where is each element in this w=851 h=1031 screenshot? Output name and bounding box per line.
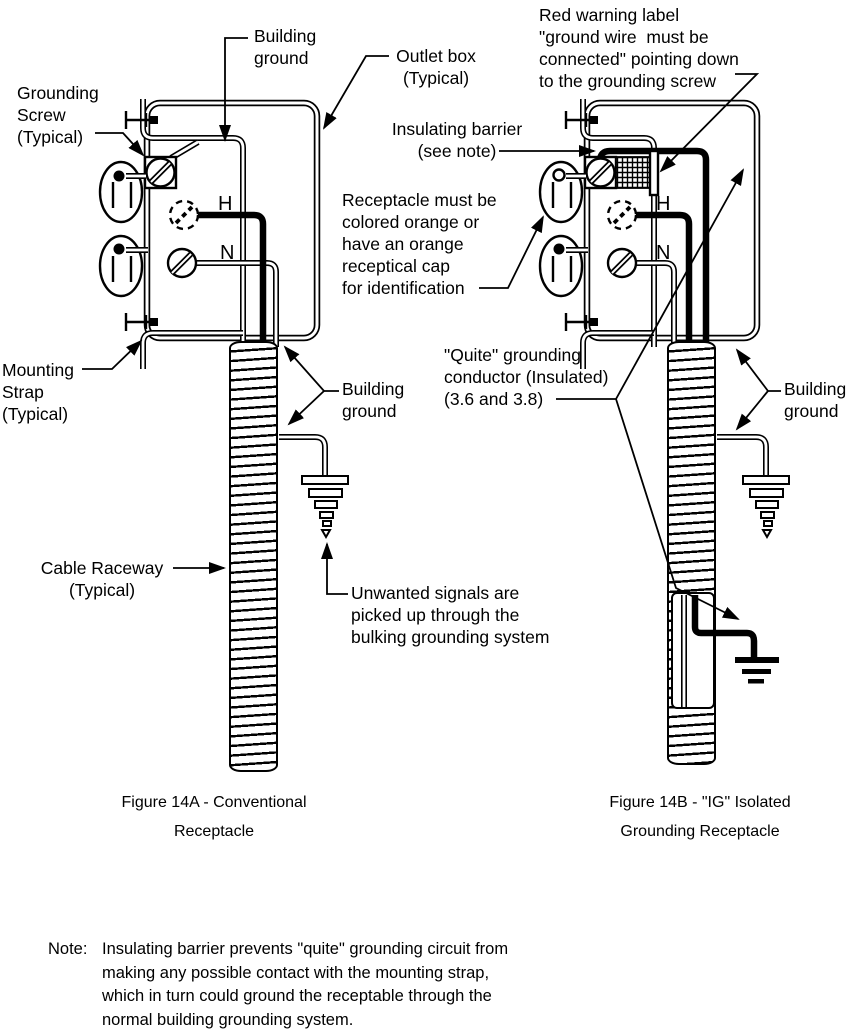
leader-red-warning <box>659 73 760 173</box>
mounting-strap-top-screw-a <box>124 111 158 129</box>
label-mounting-strap: Mounting Strap (Typical) <box>2 360 74 424</box>
cable-raceway-a <box>229 341 278 772</box>
label-building-ground-a: Building ground <box>342 379 405 421</box>
label-insulating-barrier: Insulating barrier (see note) <box>391 119 523 161</box>
note-block: Note: Insulating barrier prevents "quite… <box>48 938 552 1031</box>
grounding-screw-a <box>143 155 178 190</box>
caption-figure-14a: Figure 14A - Conventional Receptacle <box>121 794 307 840</box>
mounting-strap-top-screw-b <box>564 111 598 129</box>
caption-figure-14b: Figure 14B - "IG" Isolated Grounding Rec… <box>609 794 791 840</box>
leader-building-ground-b-up <box>735 348 781 392</box>
insulating-barrier-b <box>615 149 660 197</box>
leader-quite-conductor-down <box>615 398 740 620</box>
hot-terminal-screw-a <box>168 199 200 231</box>
mounting-strap-bottom-arm-a <box>140 330 243 369</box>
hot-terminal-screw-b <box>606 199 638 231</box>
outlet-face-top-a <box>98 160 146 224</box>
neutral-wire-b <box>636 260 677 347</box>
hot-terminal-label-b: H <box>656 193 671 215</box>
neutral-terminal-screw-a <box>166 247 198 279</box>
note-label: Note: <box>48 940 88 958</box>
outlet-face-bottom-b <box>538 234 588 298</box>
leader-receptacle-orange <box>479 215 544 289</box>
label-cable-raceway: Cable Raceway (Typical) <box>40 558 164 600</box>
label-quite-grounding: "Quite" grounding conductor (Insulated) … <box>444 345 609 409</box>
outlet-face-bottom-a <box>98 234 148 298</box>
hot-terminal-label-a: H <box>218 193 233 215</box>
label-grounding-screw: Grounding Screw (Typical) <box>17 83 99 147</box>
leader-unwanted-signals <box>321 542 348 595</box>
isolated-earth-ground-b <box>735 657 779 684</box>
leader-mounting-strap <box>82 339 143 370</box>
label-outlet-box: Outlet box (Typical) <box>396 46 476 88</box>
leader-building-ground-top <box>219 37 248 142</box>
outlet-face-top-b <box>538 160 586 224</box>
neutral-terminal-screw-b <box>606 247 638 279</box>
leader-building-ground-a-down <box>287 390 325 426</box>
label-building-ground-top: Building ground <box>254 26 317 68</box>
ground-exit-wire-b <box>717 434 769 477</box>
ground-exit-wire-a <box>279 434 328 477</box>
leader-outlet-box <box>322 55 389 130</box>
note-text: Insulating barrier prevents "quite" grou… <box>102 940 509 1029</box>
neutral-terminal-label-a: N <box>220 242 235 264</box>
leader-building-ground-a-up <box>283 345 339 392</box>
neutral-terminal-label-b: N <box>656 242 671 264</box>
grounding-screw-b <box>583 155 618 190</box>
raceway-cutaway-b <box>671 592 758 709</box>
ground-wire-b <box>580 99 657 347</box>
earth-ground-symbol-b <box>742 475 790 540</box>
cable-raceway-b <box>667 341 716 765</box>
ground-wire-a <box>140 99 246 347</box>
mounting-strap-bottom-screw-a <box>124 313 158 331</box>
neutral-wire-a <box>196 260 279 347</box>
mounting-strap-bottom-arm-b <box>580 330 654 369</box>
isolated-ground-conductor-b <box>596 147 710 347</box>
leader-building-ground-b-down <box>735 390 769 431</box>
hot-wire-a <box>198 211 267 347</box>
label-receptacle-orange: Receptacle must be colored orange or hav… <box>342 190 497 298</box>
label-unwanted-signals: Unwanted signals are picked up through t… <box>351 583 550 647</box>
label-building-ground-b: Building ground <box>784 379 847 421</box>
earth-ground-symbol-a <box>301 475 349 540</box>
label-red-warning: Red warning label "ground wire must be c… <box>539 5 739 91</box>
leader-grounding-screw <box>95 132 145 157</box>
mounting-strap-bottom-screw-b <box>564 313 598 331</box>
hot-wire-b <box>636 211 693 347</box>
